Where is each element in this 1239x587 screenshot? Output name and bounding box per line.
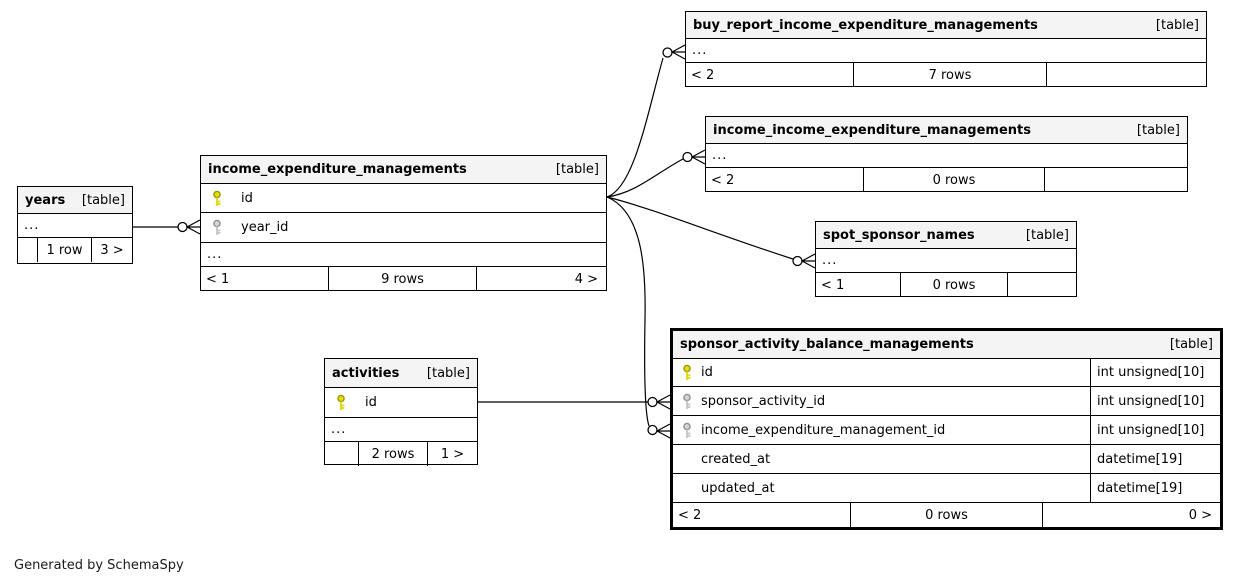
column-name: created_at [701, 451, 771, 467]
footer-left: < 2 [706, 168, 864, 192]
table-sponsor-activity-balance-managements[interactable]: sponsor_activity_balance_managements [ta… [670, 328, 1223, 530]
relationship-activities-to-sabm [478, 394, 671, 410]
footer-right [1044, 168, 1187, 192]
table-title: spot_sponsor_names [823, 227, 975, 243]
table-header: buy_report_income_expenditure_management… [686, 12, 1206, 39]
column-type: int unsigned[10] [1090, 359, 1220, 386]
table-header: spot_sponsor_names [table] [816, 222, 1076, 249]
table-tag: [table] [1169, 337, 1213, 352]
footer-left [18, 238, 38, 262]
column-row-created-at: created_at datetime[19] [673, 445, 1220, 474]
column-name: id [365, 395, 377, 410]
table-title: years [25, 192, 66, 208]
table-tag: [table] [1025, 227, 1069, 243]
column-row-sponsor-activity-id: sponsor_activity_id int unsigned[10] [673, 387, 1220, 416]
relationship-iem-to-income-income [606, 149, 706, 198]
collapsed-columns-row[interactable]: ... [18, 214, 132, 238]
footer-right: 3 > [91, 238, 132, 262]
footer-right [1046, 63, 1206, 87]
column-name: updated_at [701, 480, 775, 496]
table-header: income_expenditure_managements [table] [201, 156, 606, 184]
relationship-iem-to-spot-sponsor-names [606, 196, 816, 269]
footer-left [325, 442, 359, 466]
table-income-expenditure-managements[interactable]: income_expenditure_managements [table] i… [200, 155, 607, 291]
table-tag: [table] [1136, 122, 1180, 138]
table-title: buy_report_income_expenditure_management… [693, 17, 1038, 33]
relationship-years-to-iem [133, 219, 201, 235]
table-footer: < 2 0 rows [706, 168, 1187, 192]
column-type: datetime[19] [1090, 445, 1220, 473]
footer-left: < 2 [686, 63, 854, 87]
footer-left: < 1 [816, 273, 901, 297]
collapsed-columns-row[interactable]: ... [686, 39, 1206, 63]
table-tag: [table] [81, 192, 125, 208]
footer-left: < 1 [201, 267, 329, 291]
table-header: sponsor_activity_balance_managements [ta… [673, 331, 1220, 359]
column-row-id: id [201, 184, 606, 213]
footer-right [1007, 273, 1076, 297]
foreign-key-icon [681, 422, 693, 439]
table-buy-report-income-expenditure-managements[interactable]: buy_report_income_expenditure_management… [685, 11, 1207, 87]
relationship-iem-to-sabm [606, 196, 671, 439]
table-footer: < 2 7 rows [686, 63, 1206, 87]
primary-key-icon [335, 394, 347, 411]
table-tag: [table] [1155, 17, 1199, 33]
table-title: income_expenditure_managements [208, 162, 467, 177]
table-spot-sponsor-names[interactable]: spot_sponsor_names [table] ... < 1 0 row… [815, 221, 1077, 297]
column-row-id: id int unsigned[10] [673, 359, 1220, 387]
table-header: activities [table] [325, 359, 477, 388]
table-header: years [table] [18, 187, 132, 214]
primary-key-icon [211, 190, 223, 207]
footer-left: < 2 [673, 503, 851, 528]
table-footer: 1 row 3 > [18, 238, 132, 262]
column-row-year-id: year_id [201, 213, 606, 243]
table-footer: < 1 0 rows [816, 273, 1076, 297]
row-count: 9 rows [381, 271, 424, 287]
column-row-updated-at: updated_at datetime[19] [673, 474, 1220, 503]
footer-right: 1 > [427, 442, 477, 466]
table-income-income-expenditure-managements[interactable]: income_income_expenditure_managements [t… [705, 116, 1188, 192]
row-count: 2 rows [371, 446, 415, 462]
footer-right: 0 > [1042, 503, 1220, 528]
row-count: 0 rows [932, 277, 976, 293]
column-type: int unsigned[10] [1090, 416, 1220, 444]
table-footer: < 1 9 rows 4 > [201, 267, 606, 291]
column-type: int unsigned[10] [1090, 387, 1220, 415]
primary-key-icon [681, 364, 693, 381]
row-count: 1 row [46, 242, 83, 258]
foreign-key-icon [681, 393, 693, 410]
generated-by-credit: Generated by SchemaSpy [14, 558, 184, 573]
table-title: income_income_expenditure_managements [713, 122, 1031, 138]
column-name: sponsor_activity_id [701, 393, 826, 409]
column-name: id [701, 365, 713, 380]
relationship-iem-to-buy-report [606, 44, 686, 198]
table-title: sponsor_activity_balance_managements [680, 337, 974, 352]
column-row-id: id [325, 388, 477, 418]
foreign-key-icon [211, 219, 223, 236]
column-name: id [241, 190, 253, 206]
collapsed-columns-row[interactable]: ... [816, 249, 1076, 273]
table-tag: [table] [426, 365, 470, 381]
column-name: year_id [241, 220, 289, 235]
table-years[interactable]: years [table] ... 1 row 3 > [17, 186, 133, 264]
footer-right: 4 > [476, 267, 606, 291]
column-name: income_expenditure_management_id [701, 422, 946, 438]
table-activities[interactable]: activities [table] id ... 2 rows 1 > [324, 358, 478, 466]
table-header: income_income_expenditure_managements [t… [706, 117, 1187, 144]
collapsed-columns-row[interactable]: ... [201, 243, 606, 267]
column-type: datetime[19] [1090, 474, 1220, 502]
row-count: 7 rows [928, 67, 972, 83]
table-tag: [table] [555, 162, 599, 177]
collapsed-columns-row[interactable]: ... [325, 418, 477, 442]
row-count: 0 rows [925, 508, 968, 523]
row-count: 0 rows [932, 172, 976, 188]
table-footer: 2 rows 1 > [325, 442, 477, 466]
table-title: activities [332, 365, 400, 381]
column-row-income-expenditure-management-id: income_expenditure_management_id int uns… [673, 416, 1220, 445]
table-footer: < 2 0 rows 0 > [673, 503, 1220, 528]
collapsed-columns-row[interactable]: ... [706, 144, 1187, 168]
